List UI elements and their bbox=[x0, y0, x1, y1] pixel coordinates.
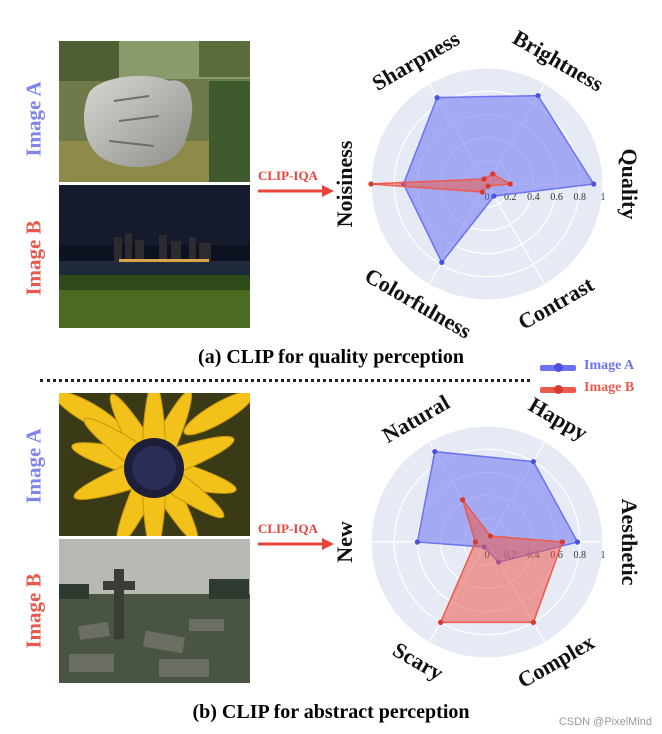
panel-b-image-b-label: Image B bbox=[21, 573, 46, 649]
radial-tick-label: 0.4 bbox=[527, 192, 540, 203]
radial-tick-label: 0.8 bbox=[574, 550, 587, 561]
radar-grid-spoke bbox=[486, 183, 546, 285]
radar-point-image-a bbox=[414, 539, 420, 545]
watermark: CSDN @PixelMind bbox=[558, 716, 652, 728]
radial-tick-label: 0.8 bbox=[574, 192, 587, 203]
panel-b-caption: (b) CLIP for abstract perception bbox=[192, 701, 470, 723]
radar-point-image-a bbox=[432, 448, 438, 455]
axis-label-aesthetic: Aesthetic bbox=[617, 499, 642, 586]
night-city-photo bbox=[59, 185, 250, 328]
legend-label-image-b: Image B bbox=[584, 380, 635, 395]
radar-point-image-b bbox=[485, 183, 491, 189]
section-divider bbox=[40, 379, 530, 382]
radar-point-image-b bbox=[438, 619, 444, 625]
radar-point-image-b bbox=[460, 497, 466, 503]
radial-tick-label: 1 bbox=[601, 550, 606, 561]
radar-point-image-b bbox=[530, 619, 536, 625]
panel-a-arrow-label: CLIP-IQA bbox=[258, 168, 318, 183]
radar-point-image-b bbox=[490, 171, 496, 177]
panel-b-arrow-icon bbox=[258, 538, 334, 550]
radar-point-image-b bbox=[559, 539, 565, 545]
panel-b-image-a-label: Image A bbox=[21, 428, 46, 504]
radar-point-image-b bbox=[487, 533, 494, 539]
radar-point-image-a bbox=[434, 95, 440, 101]
graveyard-photo bbox=[59, 539, 250, 683]
radar-point-image-a bbox=[591, 181, 597, 187]
panel-a-image-a-label: Image A bbox=[21, 81, 46, 157]
legend-marker-image-b bbox=[554, 385, 563, 394]
legend-marker-image-a bbox=[554, 363, 563, 372]
legend-item-image-b: Image B bbox=[540, 378, 644, 400]
radar-point-image-b bbox=[507, 181, 513, 187]
panel-a-image-b-label: Image B bbox=[21, 220, 46, 296]
rock-photo bbox=[59, 41, 250, 182]
radar-point-image-a bbox=[535, 92, 541, 99]
panel-a-caption: (a) CLIP for quality perception bbox=[198, 346, 464, 368]
axis-label-quality: Quality bbox=[617, 149, 642, 220]
legend-label-image-a: Image A bbox=[584, 358, 635, 373]
radar-chart-abstract: 00.20.40.60.81AestheticHappyNaturalNewSc… bbox=[332, 389, 642, 693]
radar-point-image-a bbox=[439, 259, 445, 265]
radar-point-image-a bbox=[574, 539, 581, 545]
radial-tick-label: 0.2 bbox=[504, 192, 517, 203]
axis-label-new: New bbox=[332, 521, 357, 563]
radar-chart-quality: 00.20.40.60.81QualityBrightnessSharpness… bbox=[332, 25, 642, 344]
radar-point-image-b bbox=[481, 176, 487, 182]
radial-tick-label: 0.6 bbox=[550, 192, 563, 203]
legend: Image A Image B bbox=[540, 356, 644, 400]
panel-a-arrow-icon bbox=[258, 185, 334, 197]
legend-item-image-a: Image A bbox=[540, 356, 644, 378]
radar-point-image-b bbox=[368, 181, 374, 187]
radial-tick-label: 1 bbox=[601, 192, 606, 203]
flower-photo bbox=[59, 393, 250, 536]
panel-b-arrow-label: CLIP-IQA bbox=[258, 521, 318, 536]
axis-label-noisiness: Noisiness bbox=[332, 140, 357, 227]
radar-point-image-b bbox=[479, 189, 485, 195]
radar-point-image-a bbox=[530, 459, 536, 465]
radar-point-image-a bbox=[491, 193, 497, 199]
radar-point-image-b bbox=[472, 539, 478, 545]
